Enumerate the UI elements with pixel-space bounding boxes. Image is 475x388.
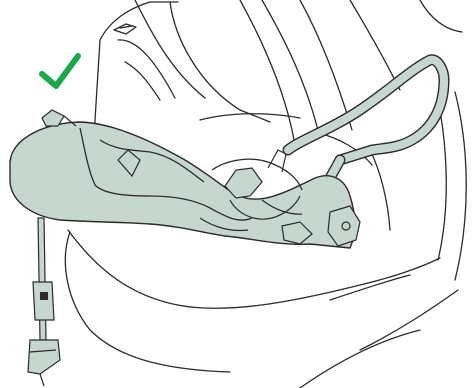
carrier-handle-bar bbox=[288, 60, 444, 178]
door-handle bbox=[114, 24, 136, 34]
checkmark-icon bbox=[42, 56, 78, 86]
support-leg bbox=[28, 218, 60, 386]
